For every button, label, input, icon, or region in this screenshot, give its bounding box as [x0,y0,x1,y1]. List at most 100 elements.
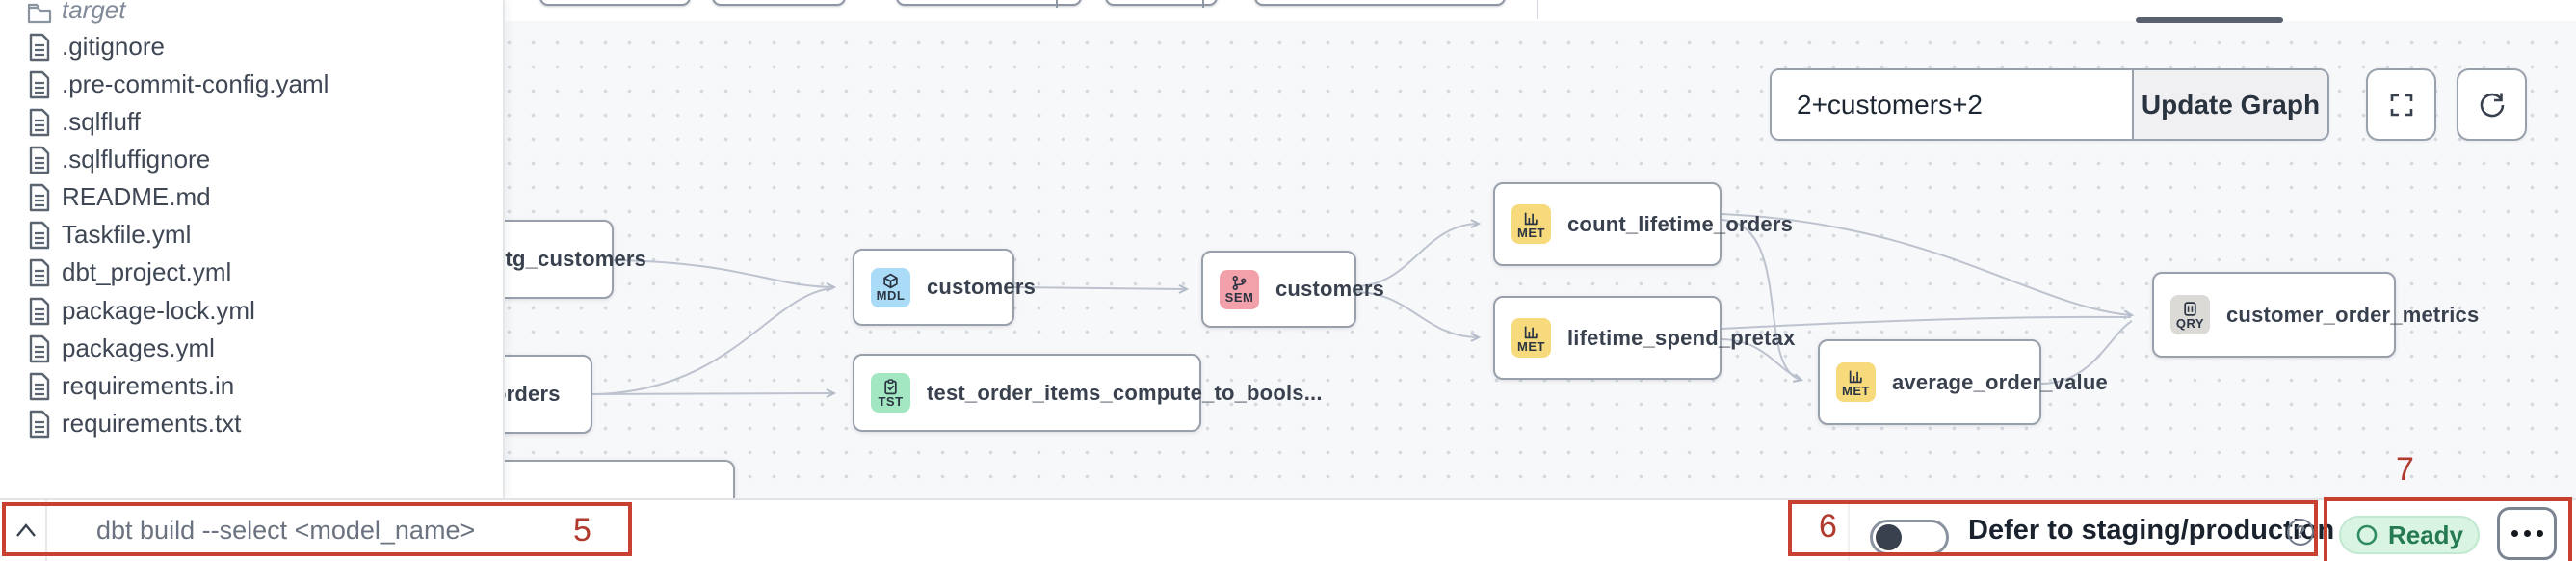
badge-label: SEM [1224,290,1254,305]
metric-badge: MET [1836,362,1876,402]
svg-text:?: ? [2296,522,2306,542]
cutoff-control-4[interactable] [1105,0,1218,8]
refresh-button[interactable] [2457,68,2527,141]
fullscreen-button[interactable] [2366,68,2436,141]
defer-label: Defer to staging/production [1968,515,2335,546]
update-graph-button[interactable]: Update Graph [2132,70,2327,139]
toggle-knob [1876,524,1902,550]
folder-label: target [62,0,126,24]
file-label: README.md [62,182,211,211]
more-options-button[interactable] [2497,507,2557,560]
canvas-top-strip [347,0,2576,21]
badge-label: MDL [876,288,906,303]
file-label: .sqlfluff [62,107,141,136]
defer-toggle[interactable] [1870,520,1949,555]
file-label: dbt_project.yml [62,257,232,286]
query-badge: QRY [2170,295,2210,334]
bar-chart-icon [1524,212,1538,225]
file-row[interactable]: dbt_project.yml [0,254,505,291]
file-icon [29,410,50,438]
file-row[interactable]: .pre-commit-config.yaml [0,66,505,103]
cutoff-control-1[interactable] [539,0,691,6]
tab-indicator [2136,17,2283,23]
file-icon [29,146,50,174]
node-label: customers [1275,277,1385,301]
file-icon [29,334,50,362]
file-tree-folder-target[interactable]: target [0,0,505,29]
help-icon[interactable]: ? [2285,517,2316,548]
file-label: package-lock.yml [62,296,255,325]
file-row[interactable]: requirements.in [0,367,505,405]
graph-selector-input[interactable]: 2+customers+2 [1772,70,2132,139]
bar-divider [1848,500,1850,561]
folder-icon [27,3,52,23]
report-icon [2184,301,2196,316]
node-label: lifetime_spend_pretax [1567,325,1796,350]
model-badge: MDL [871,267,910,307]
node-average-order-value[interactable]: MET average_order_value [1818,339,2108,425]
metric-badge: MET [1511,318,1551,358]
file-row[interactable]: README.md [0,178,505,216]
file-icon [29,183,50,211]
semantic-badge: SEM [1220,269,1259,309]
command-input[interactable]: dbt build --select <model_name> [96,516,476,545]
cutoff-control-5[interactable] [1254,0,1506,6]
annotation-number-6: 6 [1819,508,1837,545]
node-lifetime-spend-pretax[interactable]: MET lifetime_spend_pretax [1493,296,1795,380]
bar-chart-icon [1524,326,1538,338]
node-label: stg_customers [493,247,647,271]
file-row[interactable]: package-lock.yml [0,292,505,330]
status-ring-icon [2356,524,2378,546]
node-label: customers [927,275,1037,299]
file-icon [29,33,50,61]
file-row[interactable]: .gitignore [0,28,505,66]
bar-divider [45,500,47,561]
fullscreen-icon [2390,94,2412,116]
bar-chart-icon [1849,370,1862,383]
file-row[interactable]: .sqlfluffignore [0,141,505,178]
file-label: .pre-commit-config.yaml [62,69,329,98]
file-icon [29,372,50,400]
chevron-up-icon [16,523,36,537]
node-customers-model[interactable]: MDL customers [853,249,1036,326]
file-row[interactable]: Taskfile.yml [0,216,505,254]
file-label: packages.yml [62,334,215,362]
refresh-icon [2480,93,2504,117]
file-icon [29,70,50,98]
node-partial-bottom[interactable] [482,460,735,498]
file-icon [29,221,50,249]
badge-label: MET [1517,338,1545,354]
file-tree-sidebar: target .gitignore .pre-commit-config.yam… [0,0,505,498]
file-row[interactable]: packages.yml [0,330,505,367]
file-row[interactable]: requirements.txt [0,405,505,442]
status-badge: Ready [2339,516,2480,554]
badge-label: TST [878,393,904,409]
node-label: average_order_value [1892,369,2108,394]
file-icon [29,297,50,325]
file-label: requirements.txt [62,409,242,438]
cutoff-control-3[interactable] [896,0,1082,8]
badge-label: QRY [2175,315,2205,331]
expand-panel-button[interactable] [8,512,44,548]
file-icon [29,108,50,136]
badge-label: MET [1842,383,1870,398]
clipboard-check-icon [884,378,897,394]
file-row[interactable]: .sqlfluff [0,103,505,141]
file-label: .gitignore [62,32,165,61]
file-icon [29,258,50,286]
strip-separator [1537,0,1538,19]
cutoff-control-2[interactable] [712,0,846,6]
node-test-order-items[interactable]: TST test_order_items_compute_to_bools... [853,354,1322,432]
metric-badge: MET [1511,204,1551,244]
file-label: requirements.in [62,371,235,400]
cube-icon [883,273,898,289]
node-label: count_lifetime_orders [1567,211,1794,236]
file-label: Taskfile.yml [62,220,192,249]
node-customer-order-metrics[interactable]: QRY customer_order_metrics [2152,272,2479,358]
node-label: test_order_items_compute_to_bools... [927,380,1323,405]
graph-selector-group: 2+customers+2 Update Graph [1770,68,2329,141]
node-customers-semantic[interactable]: SEM customers [1201,251,1384,328]
annotation-number-5: 5 [573,512,591,548]
node-count-lifetime-orders[interactable]: MET count_lifetime_orders [1493,182,1793,266]
status-text: Ready [2387,520,2464,549]
